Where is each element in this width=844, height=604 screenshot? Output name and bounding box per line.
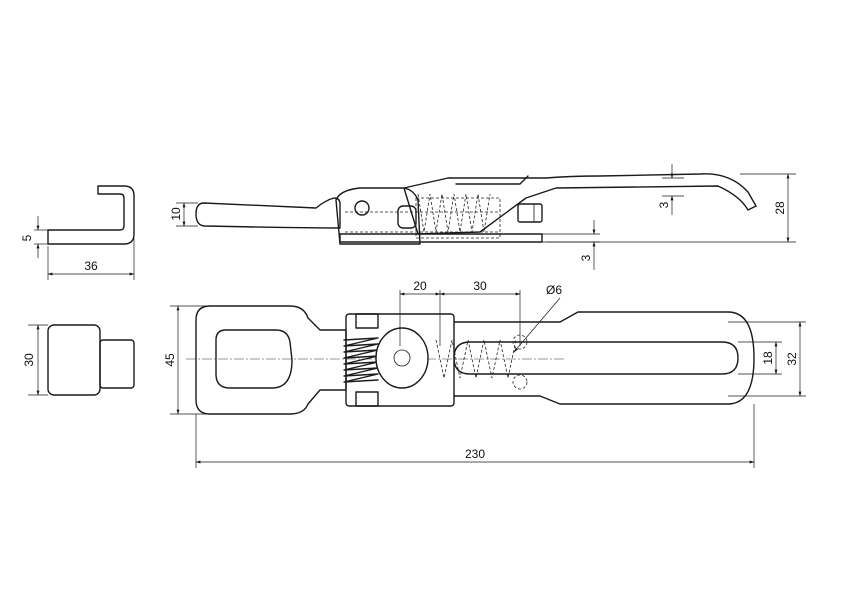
dim-plate-width: 32 — [785, 352, 799, 366]
hook-side-view: 5 36 — [20, 185, 135, 280]
dim-hook-length: 36 — [84, 259, 98, 273]
dim-hook-height: 5 — [20, 234, 34, 241]
dim-offset-a: 20 — [413, 279, 427, 293]
dim-lever-gap-top: 3 — [657, 201, 671, 208]
spring — [343, 337, 379, 383]
hook-front-view: 30 — [22, 324, 135, 396]
dim-base-width: 45 — [163, 353, 177, 367]
latch-side-view: 10 3 3 28 — [169, 164, 796, 270]
dim-block-height: 30 — [22, 353, 36, 367]
dim-overall-height-side: 28 — [773, 201, 787, 215]
dim-eye-thickness: 10 — [169, 207, 183, 221]
dim-hole-diameter: Ø6 — [546, 283, 562, 297]
dim-lever-gap-bottom: 3 — [579, 254, 593, 261]
dim-slot-width: 18 — [761, 351, 775, 365]
latch-top-view: 20 30 Ø6 45 18 32 230 — [163, 279, 806, 468]
dim-offset-b: 30 — [473, 279, 487, 293]
dim-overall-length: 230 — [465, 447, 485, 461]
